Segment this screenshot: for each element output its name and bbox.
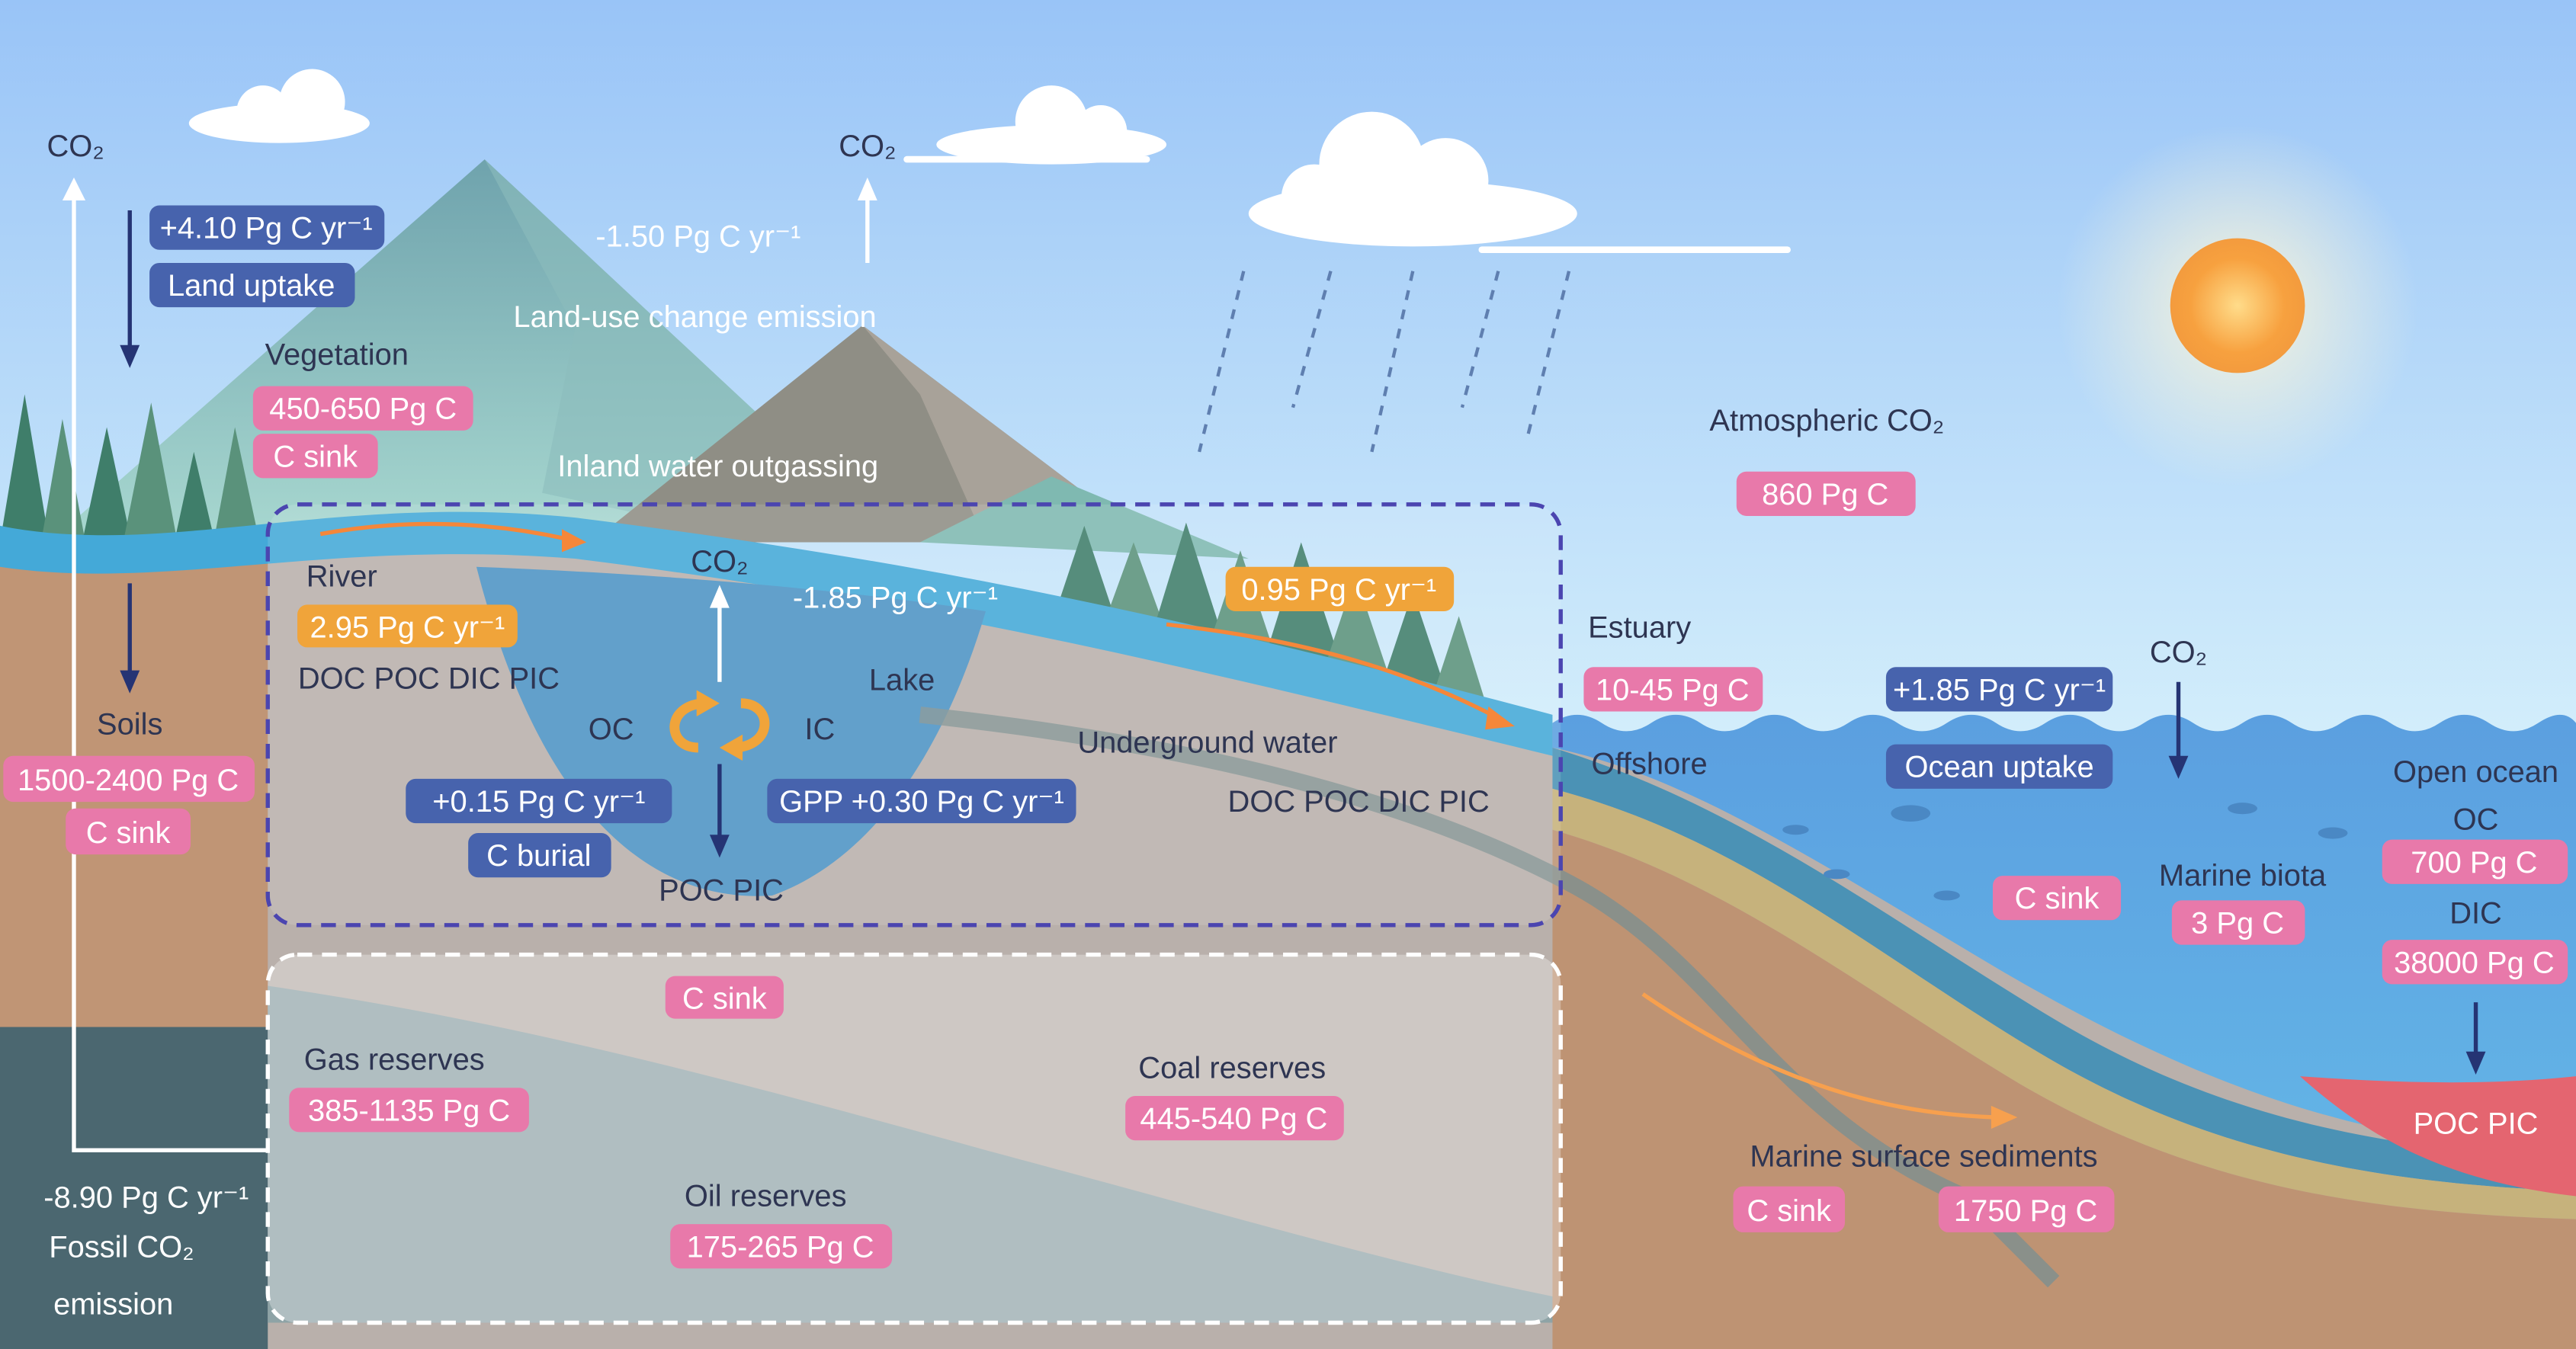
coal-stock-badge: 445-540 Pg C (1125, 1095, 1344, 1141)
gas-reserves-label: Gas reserves (304, 1043, 485, 1076)
svg-text:700 Pg C: 700 Pg C (2411, 846, 2537, 880)
co2-label-lake: CO₂ (691, 545, 748, 578)
svg-text:860 Pg C: 860 Pg C (1762, 478, 1888, 511)
sediments-stock-badge: 1750 Pg C (1938, 1186, 2115, 1232)
land-uptake-badge: Land uptake (149, 262, 355, 308)
svg-text:C sink: C sink (86, 816, 171, 850)
sediments-sink-badge: C sink (1733, 1186, 1846, 1232)
gas-stock-badge: 385-1135 Pg C (289, 1088, 529, 1133)
river-label: River (306, 560, 377, 594)
svg-text:C sink: C sink (273, 440, 358, 473)
outgassing-label: Inland water outgassing (557, 450, 878, 483)
river-band (0, 511, 1553, 756)
svg-text:3 Pg C: 3 Pg C (2191, 907, 2284, 940)
ocean-uptake-badge: Ocean uptake (1885, 744, 2113, 789)
fossil-strata (268, 985, 1561, 1323)
gpp-flux-badge: GPP +0.30 Pg C yr⁻¹ (767, 778, 1076, 824)
offshore-label: Offshore (1592, 747, 1708, 780)
svg-text:+1.85 Pg C yr⁻¹: +1.85 Pg C yr⁻¹ (1893, 673, 2106, 707)
oil-stock-badge: 175-265 Pg C (670, 1224, 893, 1269)
fossil-layer (0, 1027, 268, 1349)
vegetation-label: Vegetation (265, 338, 409, 372)
cycle-icon (669, 690, 770, 761)
svg-text:450-650 Pg C: 450-650 Pg C (269, 393, 457, 426)
fossil-label-2: emission (53, 1288, 173, 1322)
coal-reserves-label: Coal reserves (1138, 1051, 1326, 1085)
river-flux-badge: 2.95 Pg C yr⁻¹ (297, 604, 518, 648)
svg-text:38000 Pg C: 38000 Pg C (2394, 946, 2554, 979)
seafloor-tan (1552, 788, 2576, 1219)
underground-water (919, 707, 2060, 1288)
estuary-flux-badge: 0.95 Pg C yr⁻¹ (1225, 566, 1455, 611)
soils-stock-badge: 1500-2400 Pg C (3, 755, 255, 803)
arrows (62, 177, 2486, 1152)
fossil-flux: -8.90 Pg C yr⁻¹ (43, 1181, 249, 1215)
marine-biota-label: Marine biota (2159, 859, 2327, 892)
svg-text:+0.15 Pg C yr⁻¹: +0.15 Pg C yr⁻¹ (432, 785, 645, 819)
landuse-flux: -1.50 Pg C yr⁻¹ (595, 219, 800, 253)
co2-label-mid: CO₂ (839, 130, 896, 163)
svg-text:175-265 Pg C: 175-265 Pg C (687, 1230, 874, 1264)
svg-text:C sink: C sink (1747, 1194, 1831, 1228)
co2-label-left: CO₂ (47, 130, 104, 163)
ic-label: IC (804, 713, 835, 746)
ocean (1552, 714, 2576, 1151)
svg-text:C sink: C sink (2015, 882, 2100, 915)
seafloor-blue (1552, 747, 2576, 1192)
svg-text:1750 Pg C: 1750 Pg C (1954, 1194, 2097, 1228)
poc-pic-region (2299, 1076, 2576, 1197)
cloud-icon (188, 69, 1791, 254)
ocean-poc-pic: POC PIC (2414, 1107, 2539, 1141)
vegetation-stock-badge: 450-650 Pg C (252, 386, 473, 431)
burial-badge: C burial (468, 833, 611, 878)
biota-stock-badge: 3 Pg C (2171, 900, 2305, 945)
soils-sink-badge: C sink (66, 808, 191, 855)
underground-water-label: Underground water (1077, 726, 1337, 759)
oc-label: OC (589, 713, 634, 746)
fish-icons (1782, 803, 2348, 901)
marine-sediments-label: Marine surface sediments (1750, 1140, 2097, 1174)
atmosphere-stock-badge: 860 Pg C (1736, 471, 1916, 516)
fossil-sink-badge: C sink (665, 976, 784, 1019)
rain-icon (1198, 271, 1571, 453)
ocean-dic-stock-badge: 38000 Pg C (2382, 940, 2568, 985)
ocean-oc-label: OC (2453, 803, 2499, 837)
ocean-oc-stock-badge: 700 Pg C (2382, 839, 2568, 884)
svg-text:1500-2400 Pg C: 1500-2400 Pg C (18, 764, 239, 797)
atmospheric-co2-label: Atmospheric CO₂ (1709, 404, 1944, 437)
landuse-label: Land-use change emission (513, 300, 876, 334)
fossil-reserves-box (265, 952, 1563, 1325)
svg-text:2.95 Pg C yr⁻¹: 2.95 Pg C yr⁻¹ (310, 610, 505, 644)
co2-label-ocean: CO₂ (2150, 636, 2207, 669)
ocean-sink-badge: C sink (1992, 876, 2122, 921)
svg-text:Ocean uptake: Ocean uptake (1905, 751, 2094, 784)
burial-flux-badge: +0.15 Pg C yr⁻¹ (406, 778, 672, 824)
svg-text:0.95 Pg C yr⁻¹: 0.95 Pg C yr⁻¹ (1241, 573, 1436, 607)
ocean-uptake-flux-badge: +1.85 Pg C yr⁻¹ (1885, 667, 2113, 712)
oil-reserves-label: Oil reserves (685, 1179, 847, 1213)
estuary-stock-badge: 10-45 Pg C (1583, 667, 1763, 712)
svg-text:385-1135 Pg C: 385-1135 Pg C (308, 1094, 510, 1127)
open-ocean-label: Open ocean (2393, 755, 2558, 789)
underground-species: DOC POC DIC PIC (1228, 785, 1490, 819)
estuary-label: Estuary (1588, 610, 1691, 644)
svg-text:C burial: C burial (486, 839, 591, 873)
fossil-emission-arrow (72, 197, 268, 1152)
outgassing-flux: -1.85 Pg C yr⁻¹ (793, 582, 998, 615)
svg-text:445-540 Pg C: 445-540 Pg C (1140, 1102, 1327, 1136)
lake-label: Lake (869, 663, 935, 697)
vegetation-sink-badge: C sink (252, 434, 378, 479)
svg-text:C sink: C sink (682, 982, 767, 1016)
fossil-label-1: Fossil CO₂ (49, 1230, 194, 1264)
svg-text:Land uptake: Land uptake (168, 269, 335, 303)
land-uptake-flux-badge: +4.10 Pg C yr⁻¹ (149, 205, 385, 250)
svg-text:10-45 Pg C: 10-45 Pg C (1596, 673, 1750, 707)
ocean-dic-label: DIC (2449, 897, 2502, 931)
soils-label: Soils (97, 708, 162, 742)
sun-icon (2057, 124, 2419, 487)
poc-pic-lake: POC PIC (659, 873, 784, 907)
svg-text:GPP +0.30 Pg C yr⁻¹: GPP +0.30 Pg C yr⁻¹ (779, 785, 1064, 819)
river-species: DOC POC DIC PIC (298, 662, 560, 695)
svg-text:+4.10 Pg C yr⁻¹: +4.10 Pg C yr⁻¹ (160, 212, 373, 245)
